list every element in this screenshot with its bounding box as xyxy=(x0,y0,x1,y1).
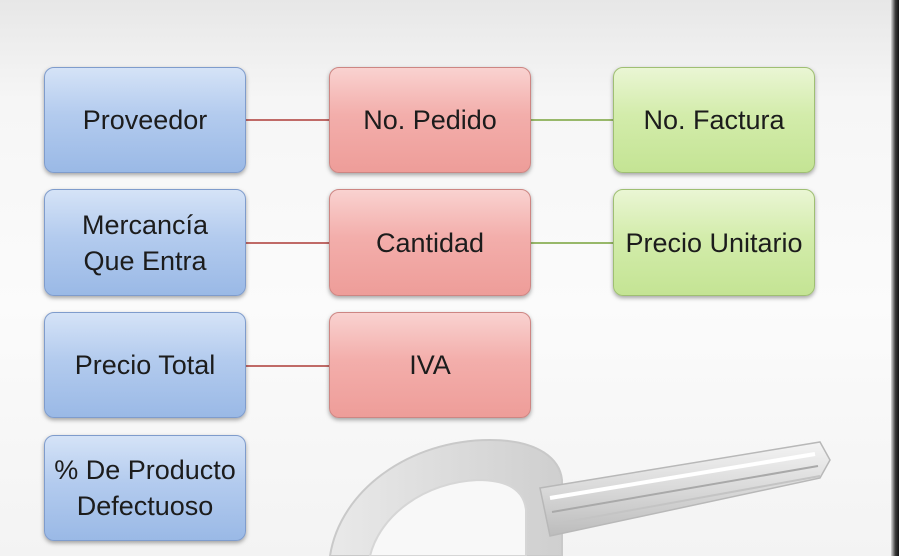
key-icon xyxy=(328,438,831,556)
node-precio-unitario: Precio Unitario xyxy=(613,189,815,296)
connector-row2-left xyxy=(246,242,329,244)
node-proveedor: Proveedor xyxy=(44,67,246,173)
node-no-factura: No. Factura xyxy=(613,67,815,173)
node-iva: IVA xyxy=(329,312,531,418)
node-cantidad: Cantidad xyxy=(329,189,531,296)
connector-row1-left xyxy=(246,119,329,121)
connector-row2-right xyxy=(531,242,613,244)
node-no-pedido: No. Pedido xyxy=(329,67,531,173)
node-producto-defectuoso: % De Producto Defectuoso xyxy=(44,435,246,541)
node-precio-total: Precio Total xyxy=(44,312,246,418)
window-edge xyxy=(891,0,899,556)
node-mercancia-que-entra: Mercancía Que Entra xyxy=(44,189,246,296)
connector-row1-right xyxy=(531,119,613,121)
connector-row3-left xyxy=(246,365,329,367)
